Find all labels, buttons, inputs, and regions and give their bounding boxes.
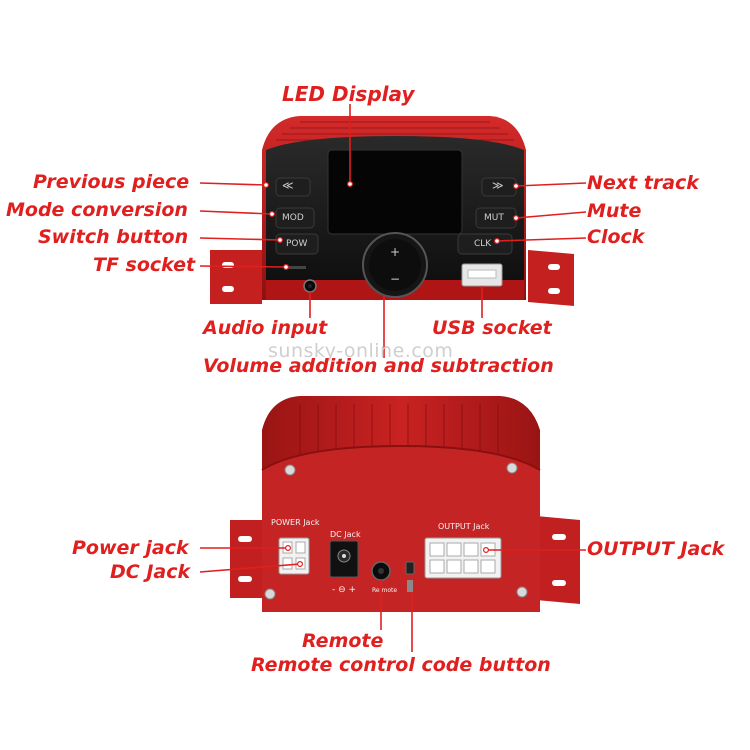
rear-panel — [261, 444, 541, 612]
callout-lines — [199, 104, 587, 652]
power-switch-button[interactable] — [275, 233, 319, 255]
remote-jack[interactable] — [371, 561, 391, 581]
volume-knob[interactable] — [362, 232, 428, 298]
volume-down-icon: − — [390, 272, 400, 286]
remote-code-button[interactable] — [405, 561, 415, 575]
prev-button-text: ≪ — [282, 179, 294, 192]
label-output-jack: OUTPUT Jack — [587, 538, 725, 560]
screw-bottom-left — [264, 588, 276, 600]
pow-button-text: POW — [286, 239, 308, 249]
front-left-bracket — [210, 250, 262, 304]
rear-right-bracket — [536, 516, 580, 604]
label-mute: Mute — [587, 200, 642, 222]
label-usb-socket: USB socket — [432, 317, 552, 339]
output-jack-print: OUTPUT Jack — [438, 522, 490, 531]
remote-code-indicator — [407, 580, 413, 592]
mut-button-text: MUT — [484, 213, 504, 223]
output-jack-connector[interactable] — [424, 537, 502, 579]
label-volume: Volume addition and subtraction — [203, 355, 554, 377]
rear-left-bracket — [230, 520, 264, 598]
label-dc-jack: DC Jack — [110, 561, 191, 583]
label-power-jack: Power jack — [72, 537, 189, 559]
label-next-track: Next track — [587, 172, 699, 194]
label-remote: Remote — [302, 630, 384, 652]
label-tf-socket: TF socket — [93, 254, 196, 276]
usb-port[interactable] — [461, 263, 503, 287]
screw-top-left — [284, 464, 296, 476]
tf-card-slot[interactable] — [286, 266, 306, 269]
screw-top-right — [506, 462, 518, 474]
label-led-display: LED Display — [282, 82, 415, 106]
remote-print: Re mote — [372, 587, 398, 594]
dc-jack-print: DC Jack — [330, 530, 361, 539]
screw-bottom-right — [516, 586, 528, 598]
label-audio-input: Audio input — [203, 317, 328, 339]
volume-up-icon: + — [390, 245, 400, 259]
watermark-text: sunsky-online.com — [268, 340, 454, 362]
label-remote-code-button: Remote control code button — [251, 654, 551, 676]
led-display-screen — [327, 149, 463, 235]
next-button-text: ≫ — [492, 179, 504, 192]
mode-button[interactable] — [275, 207, 315, 229]
label-mode-conversion: Mode conversion — [6, 199, 188, 221]
clk-button-text: CLK — [474, 239, 492, 249]
power-jack-print: POWER Jack — [271, 518, 320, 527]
power-jack-connector[interactable] — [278, 537, 310, 575]
label-clock: Clock — [587, 226, 645, 248]
dc-polarity-symbol: - ⊖ + — [332, 585, 356, 595]
mod-button-text: MOD — [282, 213, 304, 223]
previous-button[interactable] — [275, 177, 311, 197]
front-right-bracket — [528, 250, 574, 306]
label-switch-button: Switch button — [38, 226, 189, 248]
label-previous-piece: Previous piece — [33, 171, 190, 193]
audio-input-jack[interactable] — [303, 279, 317, 293]
callout-dots — [263, 181, 519, 567]
dc-jack-connector[interactable] — [329, 540, 359, 578]
